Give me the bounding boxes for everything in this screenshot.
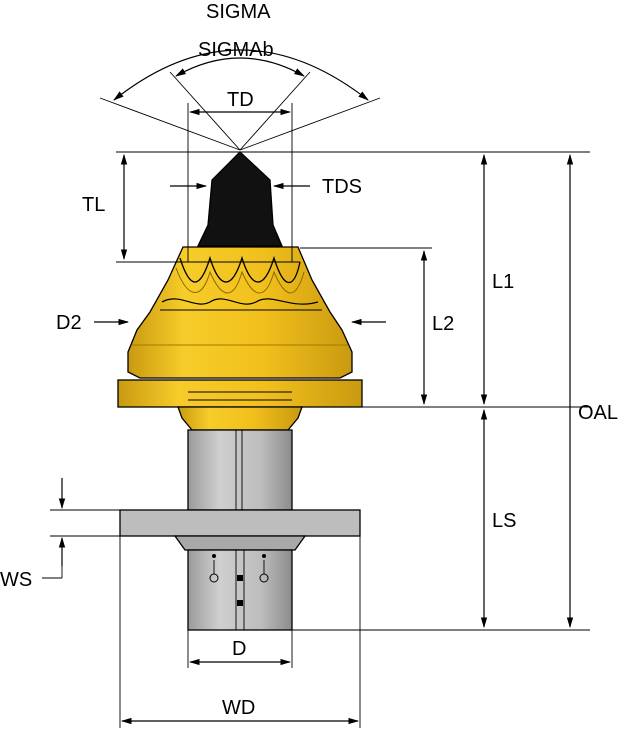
shank-lower [187, 549, 293, 631]
wave-band-bottom [161, 298, 319, 305]
carbide-tip [196, 151, 283, 247]
label-d: D [232, 638, 246, 660]
sigmab-arc [175, 57, 305, 77]
tool-body [117, 151, 363, 631]
collar [177, 406, 303, 431]
label-tl: TL [82, 194, 105, 216]
dimension-lines [42, 49, 590, 728]
dimension-labels: SIGMA SIGMAb TD TDS TL L1 L2 D2 OAL LS W… [0, 1, 618, 719]
wave-band-top [179, 255, 301, 284]
label-wd: WD [222, 697, 255, 719]
label-sigma: SIGMA [206, 1, 271, 23]
label-td: TD [227, 89, 254, 111]
label-ws: WS [0, 569, 32, 591]
sigma-arc [113, 49, 369, 101]
washer [119, 509, 361, 537]
shank-upper [187, 429, 293, 511]
upper-body [127, 246, 353, 379]
label-l1: L1 [492, 271, 514, 293]
flange [117, 379, 363, 408]
label-tds: TDS [322, 176, 362, 198]
label-d2: D2 [56, 312, 82, 334]
label-oal: OAL [578, 402, 618, 424]
label-sigmab: SIGMAb [198, 39, 274, 61]
label-ls: LS [492, 510, 516, 532]
label-l2: L2 [432, 313, 454, 335]
